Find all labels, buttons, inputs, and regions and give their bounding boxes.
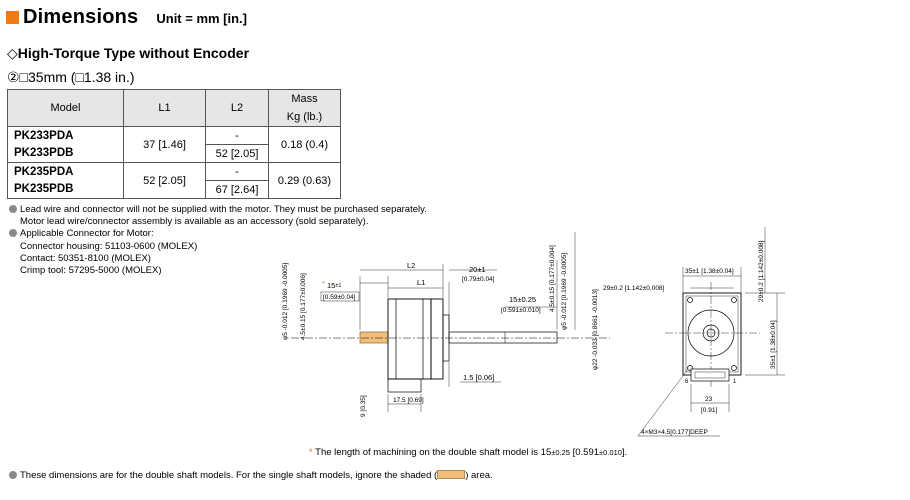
dim-m3-holes: 4×M3×4.5[0.177]DEEP bbox=[641, 429, 708, 436]
unit-label: Unit = mm [in.] bbox=[156, 11, 247, 26]
note-line: Lead wire and connector will not be supp… bbox=[9, 204, 427, 216]
dim-29-top: 29±0.2 [1.142±0.008] bbox=[603, 285, 665, 292]
model-cell: PK233PDB bbox=[7, 144, 124, 163]
model-cell: PK235PDB bbox=[7, 180, 124, 199]
dim-35-top: 35±1 [1.38±0.04] bbox=[685, 268, 734, 275]
shaded-swatch bbox=[437, 470, 466, 479]
column-header-l1: L1 bbox=[123, 89, 206, 127]
table-row: PK233PDA 37 [1.46] - 0.18 (0.4) bbox=[7, 126, 341, 163]
l1-cell: 37 [1.46] bbox=[123, 126, 206, 163]
bullet-icon bbox=[9, 205, 17, 213]
dim-45-right: 4.5±0.15 [0.177±0.004] bbox=[549, 245, 556, 312]
table-row: PK235PDB 67 [2.64] bbox=[7, 180, 341, 199]
dim-091: [0.91] bbox=[701, 407, 717, 414]
dim-15: 15±1 bbox=[327, 281, 341, 290]
dimension-drawing: * 15±1 [0.59±0.04] L2 L1 20±1 [0.79±0.04… bbox=[282, 227, 785, 437]
column-header-mass: Mass Kg (lb.) bbox=[268, 89, 341, 127]
dim-9: 9 [0.35] bbox=[360, 395, 367, 417]
l2-cell: - bbox=[205, 162, 269, 181]
front-frame bbox=[682, 292, 742, 376]
mount-hole bbox=[731, 365, 737, 371]
l2-cell: 52 [2.05] bbox=[205, 144, 269, 163]
dim-0591b: [0.591±0.010] bbox=[501, 307, 541, 314]
dim-23: 23 bbox=[705, 396, 713, 403]
mount-hole bbox=[731, 297, 737, 303]
dim-079: [0.79±0.04] bbox=[462, 276, 495, 283]
l1-cell: 52 [2.05] bbox=[123, 162, 206, 199]
note-line: Motor lead wire/connector assembly is av… bbox=[20, 216, 369, 228]
dim-phi22: φ22 -0.033 [0.8661 -0.0013] bbox=[592, 289, 599, 370]
connector-housing bbox=[387, 378, 422, 393]
section-marker-icon bbox=[6, 11, 19, 24]
l2-cell: - bbox=[205, 126, 269, 145]
dim-45-left: 4.5±0.15 [0.177±0.006] bbox=[300, 273, 307, 340]
mass-header-line2: Kg (lb.) bbox=[286, 110, 323, 123]
dim-0591: [0.59±0.04] bbox=[323, 294, 356, 301]
mass-cell: 0.29 (0.63) bbox=[268, 162, 341, 199]
frame-size-label: ②□35mm (□1.38 in.) bbox=[7, 69, 135, 85]
shaded-area-note: These dimensions are for the double shaf… bbox=[9, 470, 493, 481]
mass-cell: 0.18 (0.4) bbox=[268, 126, 341, 163]
dim-175: 17.5 [0.69] bbox=[393, 397, 424, 404]
dim-15c: 1.5 [0.06] bbox=[463, 373, 494, 382]
star-marker: * bbox=[309, 447, 313, 458]
motor-body bbox=[387, 298, 432, 380]
note-line: Contact: 50351-8100 (MOLEX) bbox=[20, 252, 151, 264]
shaded-rear-shaft bbox=[359, 331, 389, 344]
note-line: Applicable Connector for Motor: bbox=[9, 228, 427, 240]
note-line: Crimp tool: 57295-5000 (MOLEX) bbox=[20, 265, 162, 277]
dim-20: 20±1 bbox=[469, 265, 486, 274]
front-view: 6 1 35±1 [1.38±0.04] 29±0.2 [1.142±0.008… bbox=[603, 227, 785, 437]
mount-hole bbox=[687, 297, 693, 303]
table-row: PK235PDA 52 [2.05] - 0.29 (0.63) bbox=[7, 162, 341, 199]
model-cell: PK233PDA bbox=[7, 126, 124, 145]
machining-footnote: * The length of machining on the double … bbox=[309, 447, 628, 458]
dim-l1: L1 bbox=[417, 278, 425, 287]
column-header-model: Model bbox=[7, 89, 124, 127]
dim-29-right: 29±0.2 [1.142±0.008] bbox=[758, 240, 765, 302]
l2-cell: 67 [2.64] bbox=[205, 180, 269, 199]
front-connector bbox=[690, 368, 730, 382]
pin-1-label: 1 bbox=[733, 379, 737, 385]
section-header: Dimensions Unit = mm [in.] bbox=[6, 6, 247, 29]
front-shaft bbox=[448, 331, 558, 344]
bullet-icon bbox=[9, 229, 17, 238]
product-subtitle: ◇High-Torque Type without Encoder bbox=[7, 45, 250, 61]
dim-phi5-right: φ5 -0.012 [0.1969 -0.0005] bbox=[561, 253, 568, 330]
dim-15b: 15±0.25 bbox=[509, 295, 536, 304]
spec-table: Model L1 L2 Mass Kg (lb.) PK233PDA 37 [1… bbox=[7, 89, 341, 199]
bullet-icon bbox=[9, 471, 17, 479]
dim-phi5-left: φ5 -0.012 [0.1969 -0.0005] bbox=[282, 263, 289, 340]
pin-6-label: 6 bbox=[685, 379, 689, 385]
mount-hole bbox=[687, 365, 693, 371]
note-line: Connector housing: 51103-0600 (MOLEX) bbox=[20, 240, 198, 252]
section-title: Dimensions bbox=[23, 6, 139, 28]
motor-flange bbox=[430, 298, 444, 380]
notes-block: Lead wire and connector will not be supp… bbox=[9, 204, 427, 277]
mass-header-line1: Mass bbox=[291, 92, 318, 105]
star-marker: * bbox=[322, 279, 325, 288]
side-view: * 15±1 [0.59±0.04] L2 L1 20±1 [0.79±0.04… bbox=[282, 232, 610, 417]
dim-l2: L2 bbox=[407, 261, 415, 270]
model-cell: PK235PDA bbox=[7, 162, 124, 181]
dim-35-right: 35±1 [1.38±0.04] bbox=[770, 320, 777, 369]
column-header-l2: L2 bbox=[205, 89, 269, 127]
